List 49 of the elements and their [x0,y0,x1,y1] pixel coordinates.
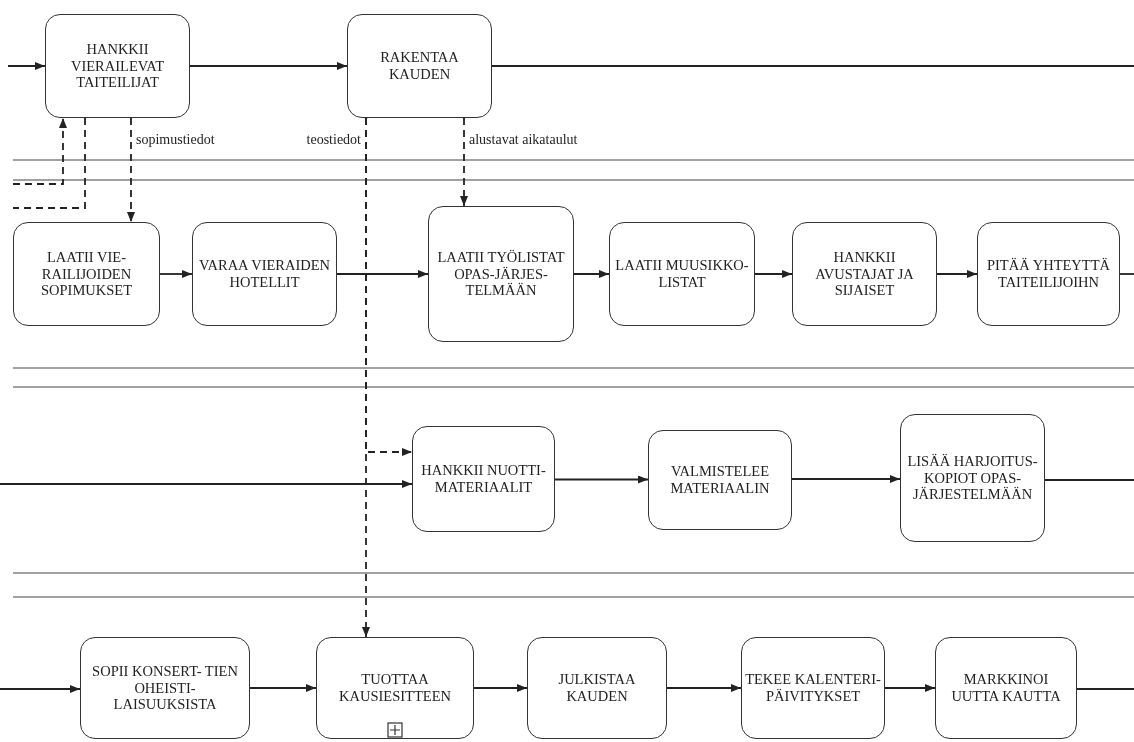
task-box [527,637,667,739]
sequence-flow-arrow [573,270,610,278]
task-box [648,430,792,530]
sequence-flow-arrow [473,684,528,692]
sequence-flow-arrow [159,270,193,278]
task-label: LAATII VIE- RAILIJOIDEN SOPIMUKSET [39,249,133,299]
task-label: TEKEE KALENTERI- PÄIVITYKSET [745,671,881,705]
task-label: HANKKII NUOTTI- MATERIAALIT [420,462,547,496]
task-label: HANKKII AVUSTAJAT JA SIJAISET [814,249,915,299]
task-label: VALMISTELEE MATERIAALIN [669,463,771,497]
sequence-flow-arrow [791,475,901,483]
task-label: RAKENTAA KAUDEN [379,49,460,83]
task-box [13,222,160,326]
task-box [428,206,574,342]
task-label: LISÄÄ HARJOITUS- KOPIOT OPAS- JÄRJESTELMÄÄN [906,453,1039,503]
task-box [192,222,337,326]
task-box [316,637,474,739]
task-label: LAATII MUUSIKKO- LISTAT [614,257,750,291]
message-flow-arrow [12,117,67,185]
sequence-flow-arrow [249,684,317,692]
task-box [792,222,937,326]
task-box [45,14,190,118]
task-label: LAATII TYÖLISTAT OPAS-JÄRJES- TELMÄÄN [436,249,566,299]
task-label: HANKKII VIERAILEVAT TAITEILIJAT [69,41,166,91]
task-box [900,414,1045,542]
task-box [977,222,1120,326]
task-label: JULKISTAA KAUDEN [557,671,637,705]
task-box [741,637,885,739]
sequence-flow-arrow [0,480,413,488]
sequence-flow-arrow [936,270,978,278]
task-label: VARAA VIERAIDEN HOTELLIT [197,257,332,291]
task-box [935,637,1077,739]
sequence-flow-arrow [884,684,936,692]
task-box [412,426,555,532]
task-box [609,222,755,326]
sequence-flow-arrow [666,684,742,692]
task-box [347,14,492,118]
sequence-flow-arrow [189,62,348,70]
task-label: TUOTTAA KAUSIESITTEEN [338,671,452,705]
task-label: PITÄÄ YHTEYTTÄ TAITEILIJOIHN [985,257,1112,291]
edge-label: sopimustiedot [135,132,216,148]
task-box [80,637,250,739]
sequence-flow-arrow [0,685,81,693]
sequence-flow-arrow [7,62,46,70]
sequence-flow-arrow [554,475,649,484]
sequence-flow-arrow [336,270,429,278]
sequence-flow-arrow [754,270,793,278]
task-label: SOPII KONSERT- TIEN OHEISTI- LAISUUKSISTA [91,663,239,713]
task-label: MARKKINOI UUTTA KAUTTA [950,671,1062,705]
